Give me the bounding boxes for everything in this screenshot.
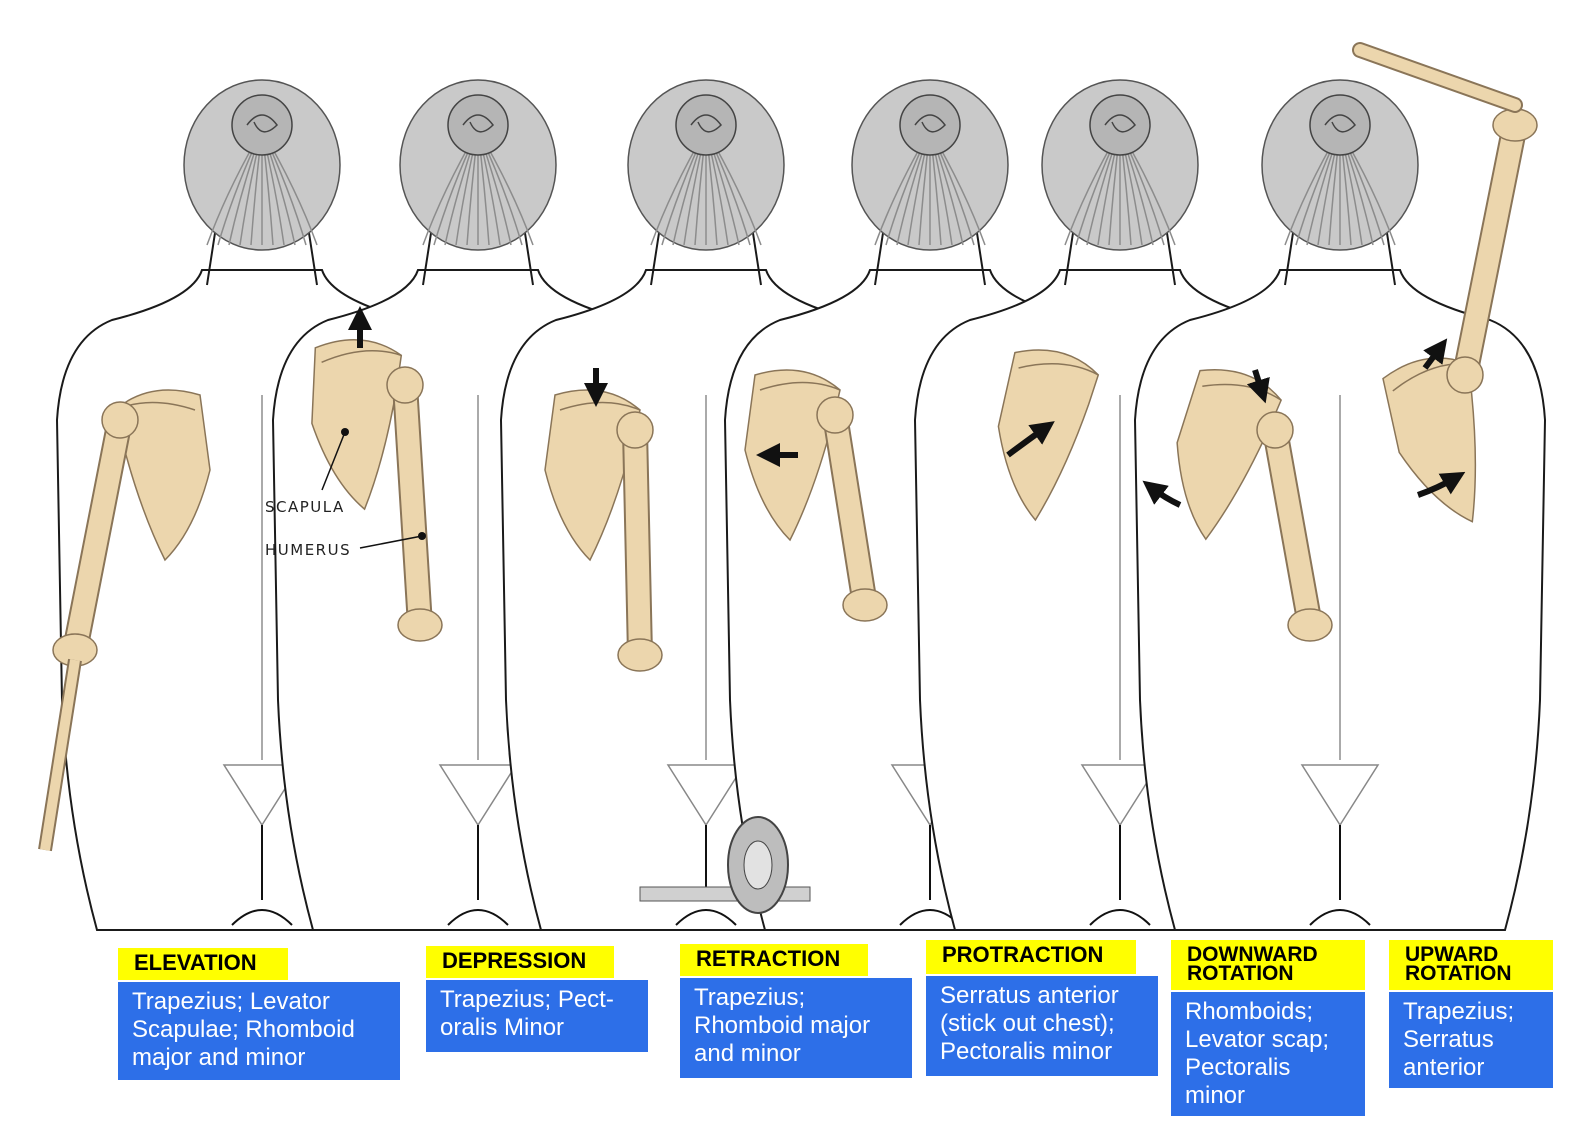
title-upward-rotation: UPWARD ROTATION (1389, 940, 1553, 990)
hair-bun (231, 94, 293, 156)
label-leader-lines (321, 428, 426, 549)
muscles-upward-rotation: Trapezius; Serratus anterior (1389, 992, 1553, 1088)
muscles-elevation: Trapezius; Levator Scapulae; Rhomboid ma… (118, 982, 400, 1080)
muscles-downward-rotation: Rhomboids; Levator scap; Pectoralis mino… (1171, 992, 1365, 1116)
humerus-upward-rotation (1446, 108, 1538, 394)
humerus-depression (616, 411, 663, 672)
sacrum (1080, 764, 1160, 827)
humerus-retraction (816, 396, 888, 622)
title-protraction: PROTRACTION (926, 940, 1136, 974)
rotate-arrow-icon (1417, 471, 1466, 498)
movement-arrows-group (348, 306, 1466, 508)
arrow-up-right-icon (1422, 338, 1448, 370)
scapula-right-elevation (311, 339, 403, 511)
humerus-left-elevation (52, 401, 139, 667)
scapula-label: SCAPULA (265, 498, 345, 516)
title-retraction: RETRACTION (680, 944, 868, 976)
sacrum (1300, 764, 1380, 827)
hair-bun (447, 94, 509, 156)
sacrum (222, 764, 302, 827)
sacrum (666, 764, 746, 827)
title-elevation: ELEVATION (118, 948, 288, 980)
hair-bun (1089, 94, 1151, 156)
sacrum (438, 764, 518, 827)
title-depression: DEPRESSION (426, 946, 614, 978)
curved-arrow-icon (1006, 421, 1055, 458)
title-downward-rotation: DOWNWARD ROTATION (1171, 940, 1365, 990)
hair-bun (1309, 94, 1371, 156)
dumbbell-icon (639, 816, 811, 914)
muscles-depression: Trapezius; Pect- oralis Minor (426, 980, 648, 1052)
hair-bun (675, 94, 737, 156)
rotate-arrow-icon (1142, 480, 1182, 508)
humerus-right-elevation (386, 366, 443, 642)
humerus-downward-rotation (1256, 411, 1333, 642)
humerus-label: HUMERUS (265, 541, 352, 559)
muscles-protraction: Serratus anterior (stick out chest); Pec… (926, 976, 1158, 1076)
arrow-down-right-icon (1246, 369, 1270, 404)
hair-bun (899, 94, 961, 156)
muscles-retraction: Trapezius; Rhomboid major and minor (680, 978, 912, 1078)
